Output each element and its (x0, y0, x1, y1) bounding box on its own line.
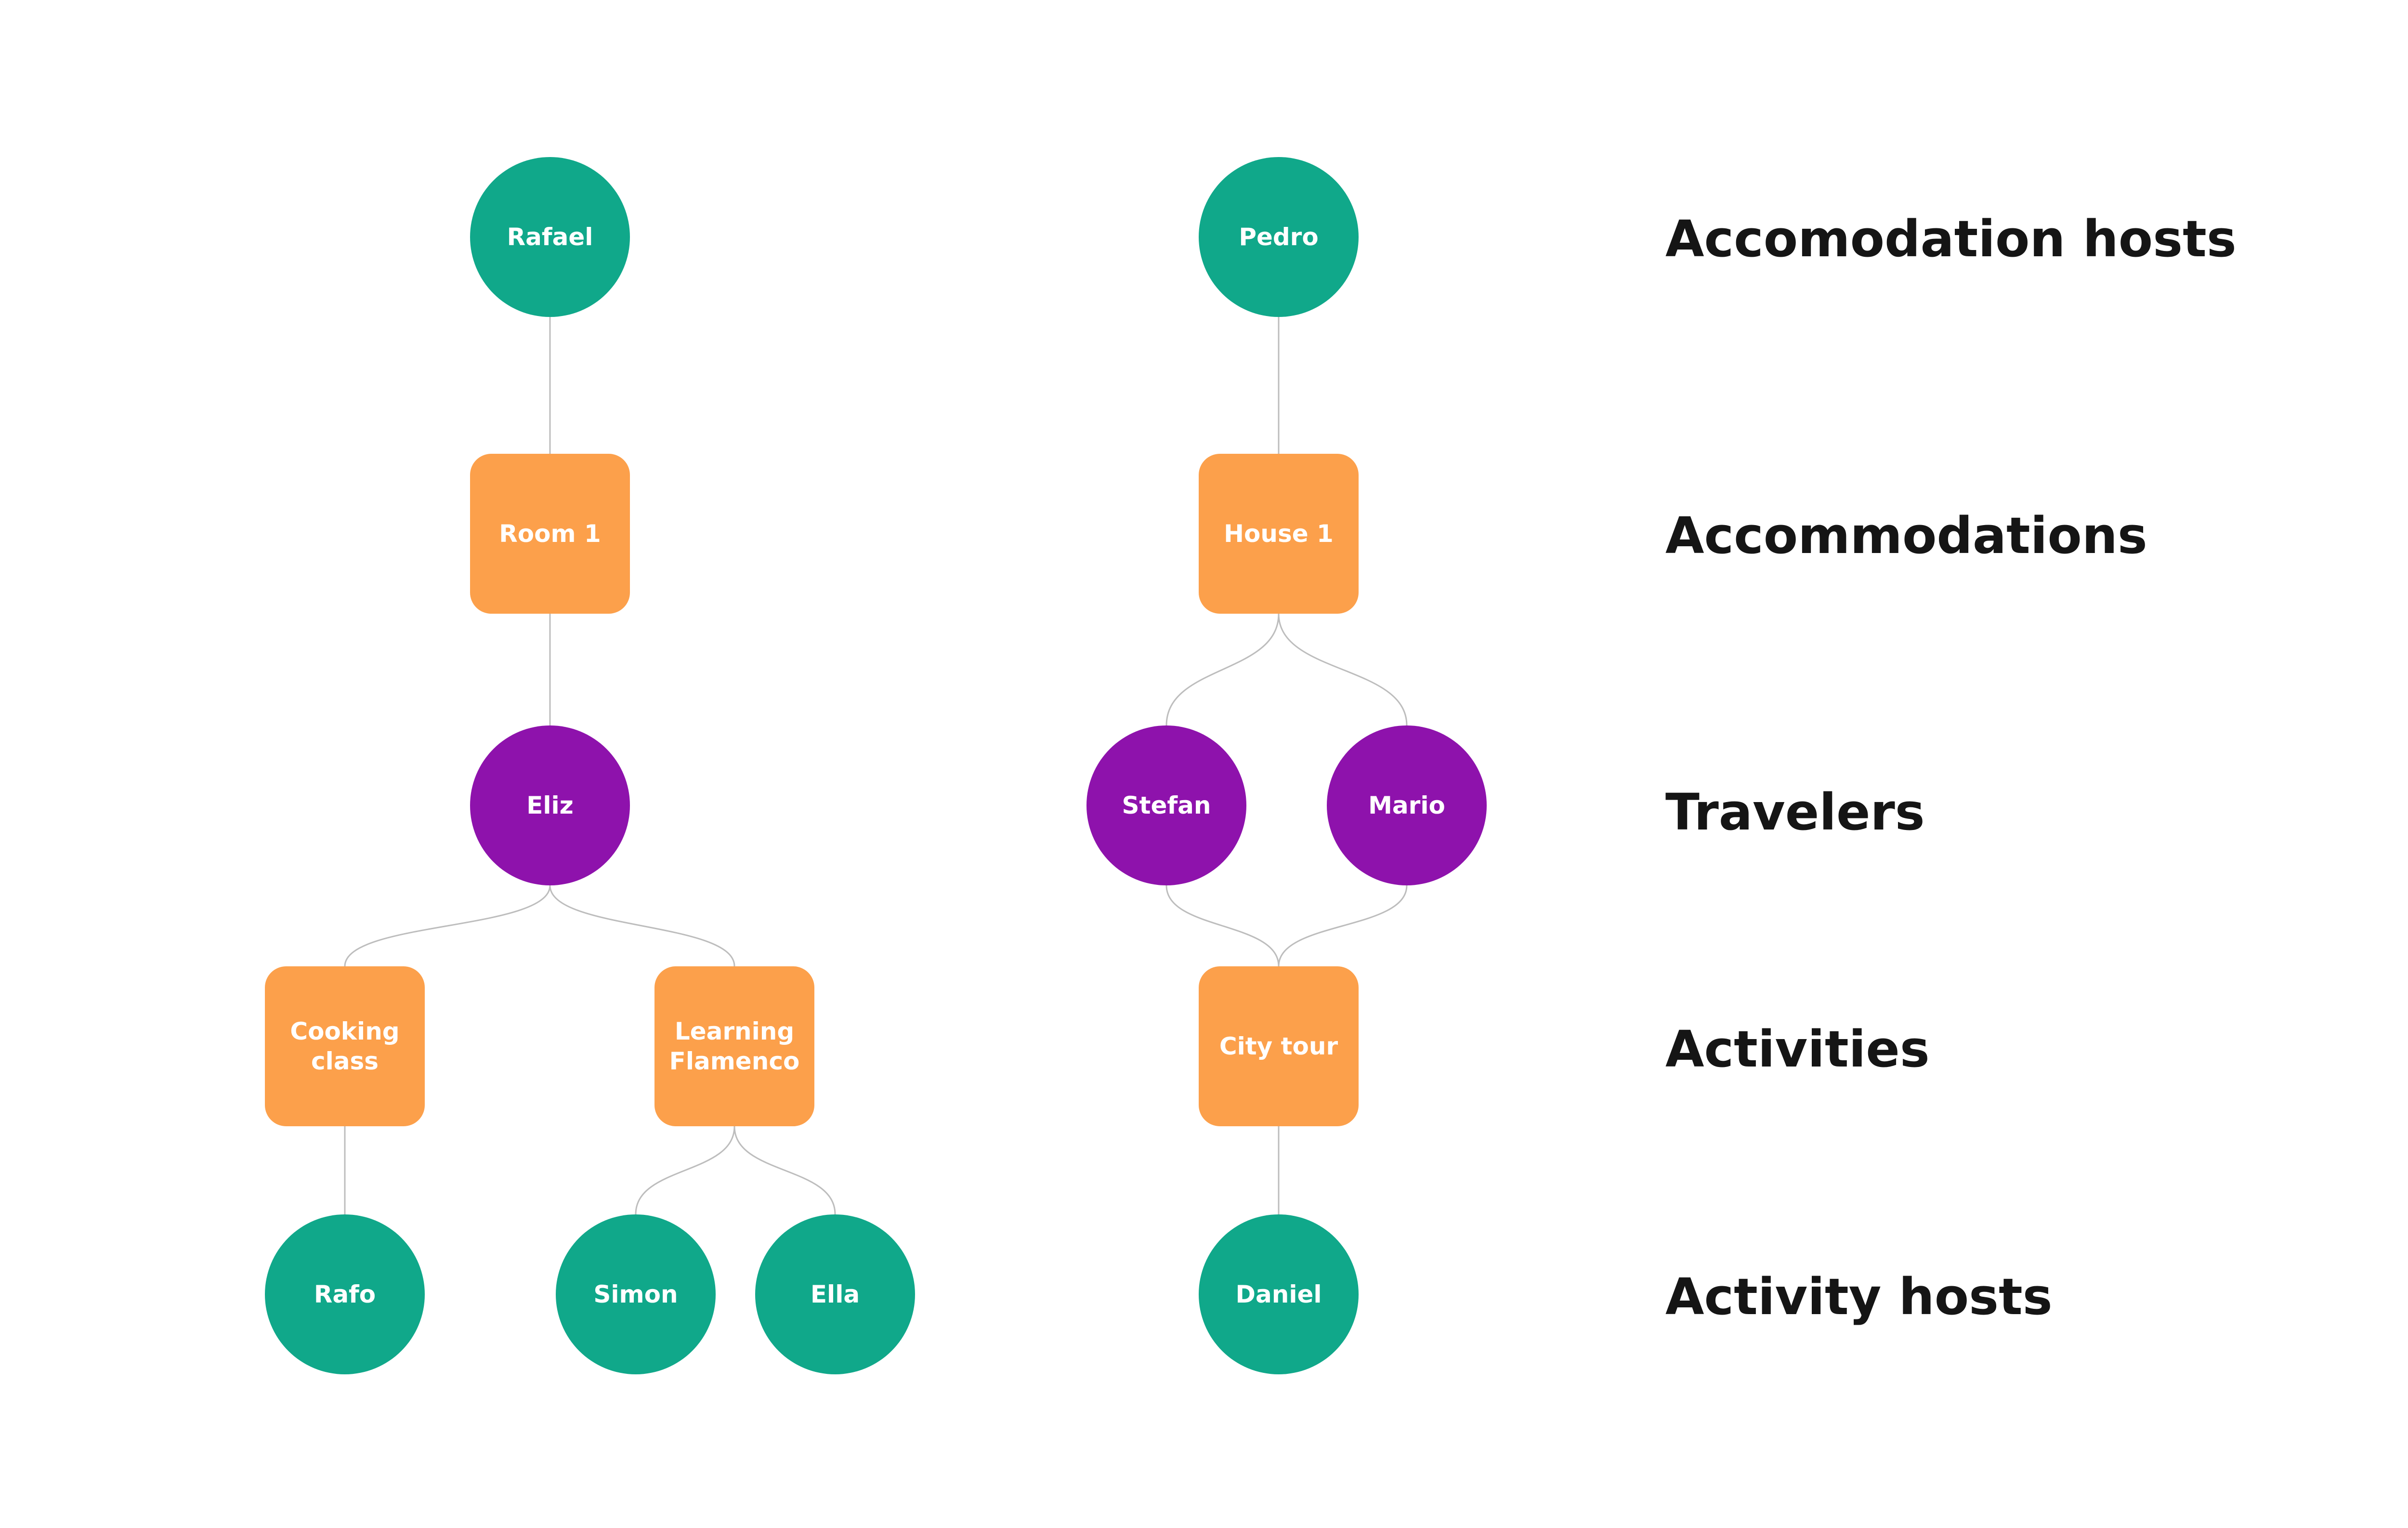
node-rafo: Rafo (265, 1214, 425, 1374)
edge-house1-stefan (1165, 613, 1280, 726)
edge-eliz-cooking (344, 885, 551, 967)
node-room1: Room 1 (470, 454, 630, 614)
row-label-travelers: Travelers (1665, 783, 1925, 842)
row-label-activities: Activities (1665, 1020, 1930, 1079)
edge-eliz-flamenco (549, 885, 735, 967)
row-label-accomodation-hosts: Accomodation hosts (1665, 210, 2237, 268)
edge-flamenco-ella (733, 1126, 836, 1215)
node-mario: Mario (1327, 725, 1487, 885)
edge-stefan-citytour (1165, 885, 1280, 967)
node-daniel: Daniel (1199, 1214, 1359, 1374)
node-flamenco: Learning Flamenco (654, 966, 814, 1126)
node-simon: Simon (556, 1214, 716, 1374)
node-eliz: Eliz (470, 725, 630, 885)
node-house1: House 1 (1199, 454, 1359, 614)
node-cooking: Cooking class (265, 966, 425, 1126)
node-stefan: Stefan (1086, 725, 1246, 885)
edge-house1-mario (1278, 613, 1408, 726)
node-citytour: City tour (1199, 966, 1359, 1126)
edge-flamenco-simon (635, 1126, 735, 1215)
edge-mario-citytour (1278, 885, 1408, 967)
node-ella: Ella (755, 1214, 915, 1374)
node-rafael: Rafael (470, 157, 630, 317)
node-pedro: Pedro (1199, 157, 1359, 317)
row-label-accommodations: Accommodations (1665, 506, 2147, 565)
row-label-activity-hosts: Activity hosts (1665, 1267, 2053, 1326)
